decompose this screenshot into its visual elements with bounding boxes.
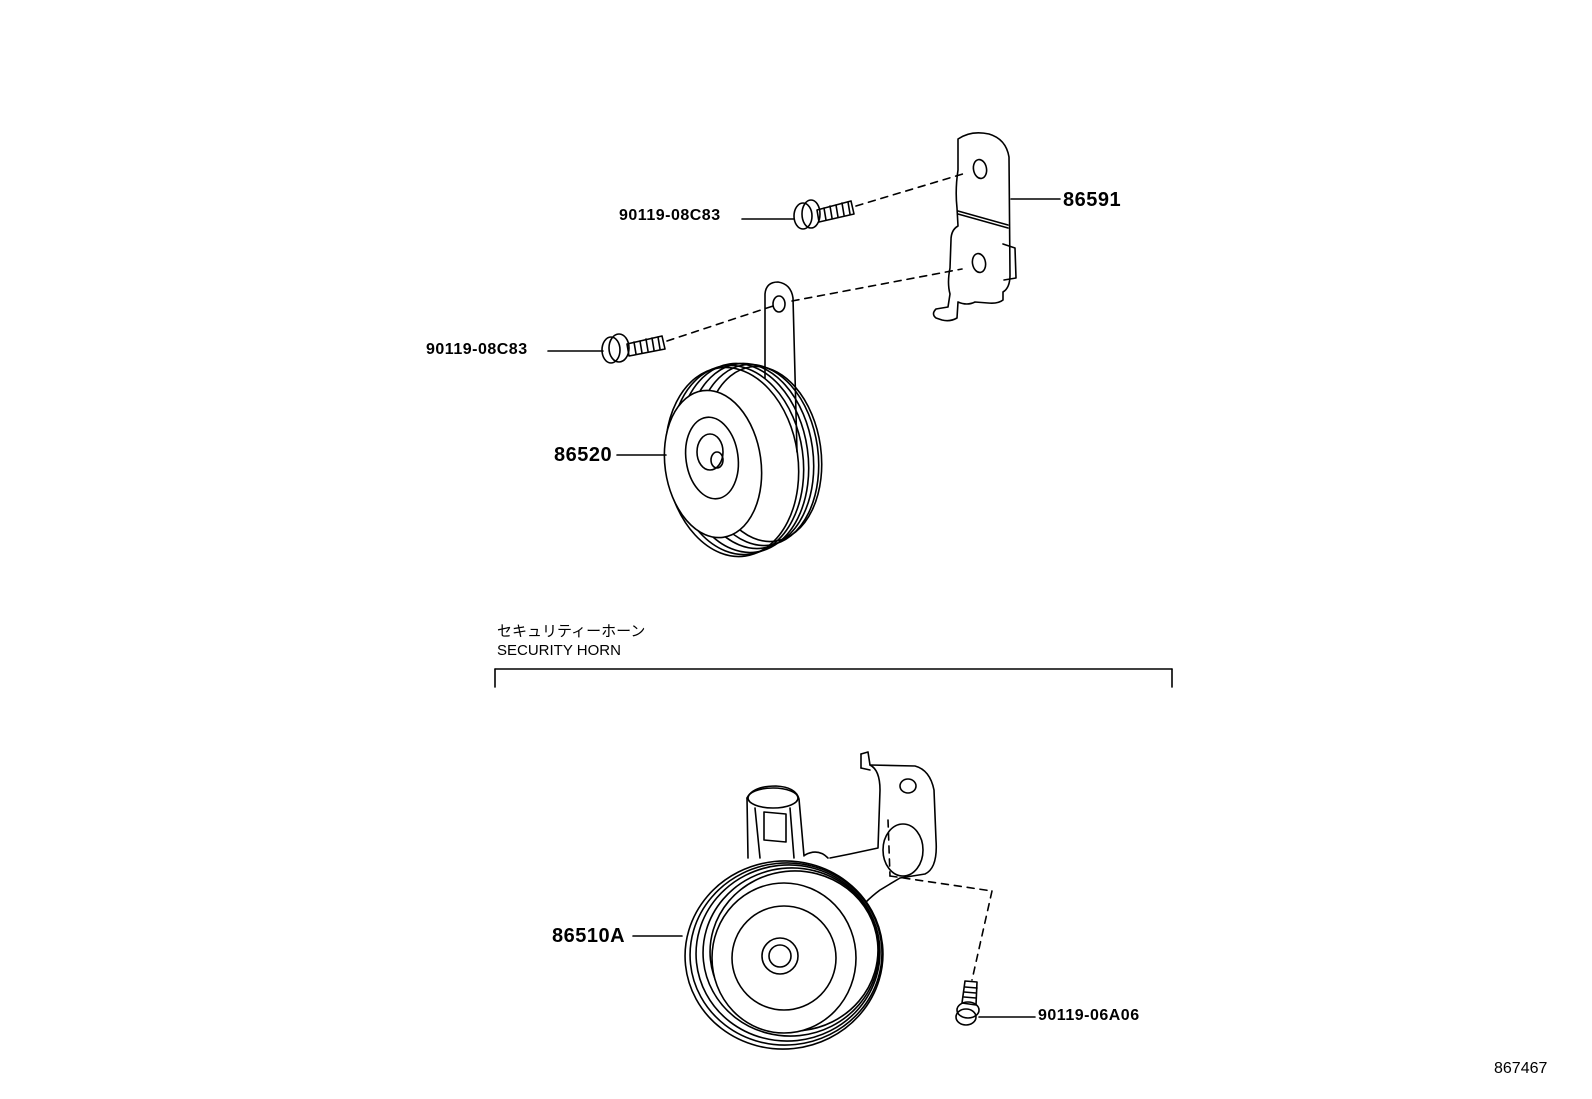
label-security-horn: 86510A — [552, 925, 626, 947]
security-horn-86510A — [684, 785, 884, 1050]
bolt-security — [955, 980, 980, 1026]
section-title-ja: セキュリティーホーン — [497, 623, 646, 640]
section-title: セキュリティーホーン SECURITY HORN — [497, 622, 645, 660]
label-bolt-upper: 90119-08C83 — [619, 207, 721, 224]
label-bolt-security: 90119-06A06 — [1038, 1007, 1140, 1024]
label-bracket: 86591 — [1063, 189, 1122, 211]
alignment-lines-security — [887, 819, 993, 981]
section-title-en: SECURITY HORN — [497, 642, 621, 659]
leader-lines-upper — [547, 198, 1061, 456]
bolt-upper — [793, 199, 855, 230]
bolt-lower — [601, 333, 666, 364]
alignment-lines-upper — [666, 172, 967, 342]
security-horn-bracket — [829, 751, 938, 903]
label-horn: 86520 — [554, 444, 613, 466]
figure-id: 867467 — [1494, 1060, 1548, 1077]
label-bolt-lower: 90119-08C83 — [426, 341, 528, 358]
leader-lines-security — [632, 935, 1036, 1018]
section-bracket — [494, 668, 1173, 688]
horn-86520 — [663, 281, 823, 558]
bracket-86591 — [932, 132, 1017, 322]
